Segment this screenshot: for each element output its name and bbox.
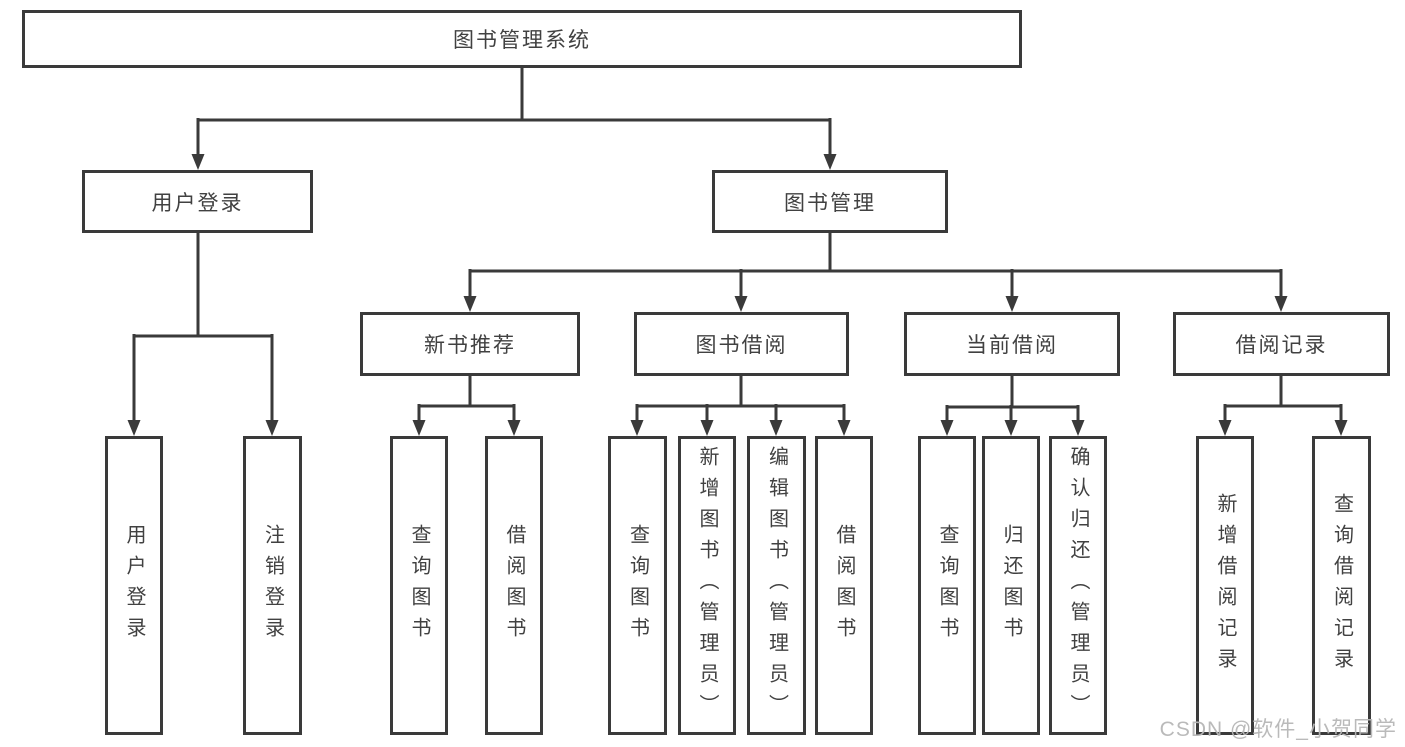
node-book-borrow: 图书借阅 bbox=[634, 312, 849, 376]
node-user-login-label: 用户登录 bbox=[151, 191, 244, 215]
node-bb-query-label: 查询图书 bbox=[626, 523, 649, 648]
node-login-logout: 注销登录 bbox=[243, 436, 302, 735]
node-borrow-record: 借阅记录 bbox=[1173, 312, 1390, 376]
node-br-query: 查询借阅记录 bbox=[1312, 436, 1371, 735]
node-book-mgmt-label: 图书管理 bbox=[784, 191, 876, 215]
node-login-logout-label: 注销登录 bbox=[261, 523, 284, 648]
connector-newbook-to-children bbox=[412, 376, 521, 436]
node-cb-confirm: 确认归还（管理员） bbox=[1049, 436, 1107, 735]
node-bb-edit-label: 编辑图书（管理员） bbox=[765, 446, 788, 725]
connector-current-to-children bbox=[940, 376, 1085, 436]
connector-record-to-children bbox=[1218, 376, 1348, 436]
node-br-add-label: 新增借阅记录 bbox=[1214, 492, 1236, 679]
node-bb-borrow: 借阅图书 bbox=[815, 436, 873, 735]
node-root: 图书管理系统 bbox=[22, 10, 1022, 68]
node-bb-add-label: 新增图书（管理员） bbox=[696, 446, 718, 725]
node-nb-borrow-label: 借阅图书 bbox=[503, 523, 525, 648]
node-current-borrow: 当前借阅 bbox=[904, 312, 1120, 376]
node-nb-query-label: 查询图书 bbox=[408, 523, 430, 648]
connector-borrow-to-children bbox=[630, 376, 851, 436]
node-bb-add: 新增图书（管理员） bbox=[678, 436, 736, 735]
node-br-query-label: 查询借阅记录 bbox=[1330, 492, 1353, 679]
node-nb-query: 查询图书 bbox=[390, 436, 448, 735]
node-bb-edit: 编辑图书（管理员） bbox=[747, 436, 806, 735]
node-cb-confirm-label: 确认归还（管理员） bbox=[1067, 446, 1089, 725]
node-book-mgmt: 图书管理 bbox=[712, 170, 948, 233]
node-user-login: 用户登录 bbox=[82, 170, 313, 233]
csdn-watermark: CSDN @软件_小贺同学 bbox=[1159, 718, 1397, 741]
node-cb-query-label: 查询图书 bbox=[936, 523, 958, 648]
node-br-add: 新增借阅记录 bbox=[1196, 436, 1254, 735]
node-login-user: 用户登录 bbox=[105, 436, 163, 735]
node-new-book: 新书推荐 bbox=[360, 312, 580, 376]
connector-root-to-level1 bbox=[191, 68, 837, 170]
node-cb-return-label: 归还图书 bbox=[1000, 523, 1022, 648]
node-login-user-label: 用户登录 bbox=[123, 523, 145, 648]
node-cb-query: 查询图书 bbox=[918, 436, 976, 735]
node-book-borrow-label: 图书借阅 bbox=[695, 334, 788, 357]
connector-login-to-children bbox=[127, 233, 279, 436]
node-bb-query: 查询图书 bbox=[608, 436, 667, 735]
node-current-borrow-label: 当前借阅 bbox=[966, 334, 1058, 357]
node-root-label: 图书管理系统 bbox=[453, 29, 591, 52]
node-cb-return: 归还图书 bbox=[982, 436, 1040, 735]
node-nb-borrow: 借阅图书 bbox=[485, 436, 543, 735]
node-bb-borrow-label: 借阅图书 bbox=[833, 523, 855, 648]
node-new-book-label: 新书推荐 bbox=[424, 334, 516, 357]
node-borrow-record-label: 借阅记录 bbox=[1235, 334, 1328, 357]
connector-mgmt-to-level2 bbox=[463, 233, 1288, 312]
